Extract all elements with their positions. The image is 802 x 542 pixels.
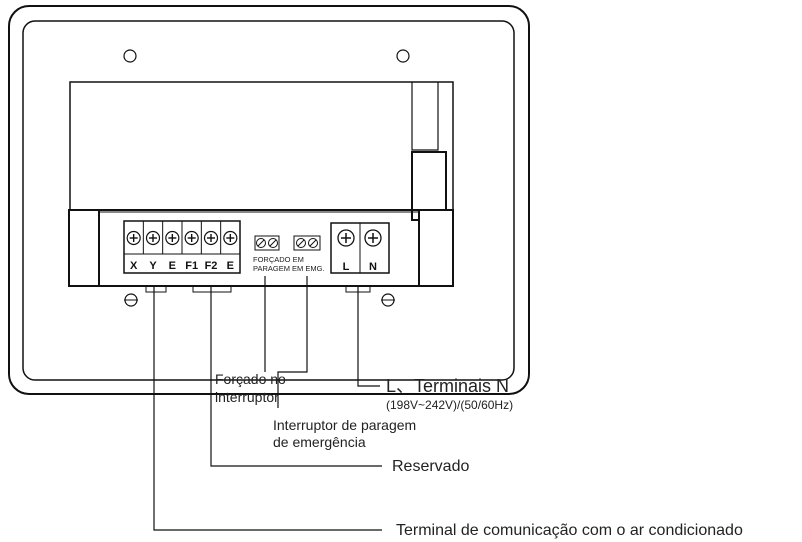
switch-label-line2: PARAGEM EM EMG. xyxy=(253,264,325,273)
comm-screw-2 xyxy=(145,230,161,246)
cable-slot-comm xyxy=(145,285,167,293)
comm-terminal-label-1: X xyxy=(130,260,138,272)
forced-switch-block xyxy=(254,235,280,251)
forced-screw-2 xyxy=(268,238,278,248)
forced-screw-1 xyxy=(256,238,266,248)
screw-hole-top-left xyxy=(123,49,137,63)
emergency-screw-1 xyxy=(296,238,306,248)
cable-slot-reserved xyxy=(192,285,232,293)
inner-panel xyxy=(22,20,515,381)
power-screw-l xyxy=(337,229,355,247)
power-terminal-l: L xyxy=(343,261,350,273)
callout-power-title: L、Terminais N xyxy=(386,376,509,396)
back-box xyxy=(69,81,454,211)
comm-terminal-block xyxy=(123,220,241,274)
comm-screw-3 xyxy=(165,230,180,246)
callout-forced-line2: interruptor xyxy=(215,389,279,405)
callout-emergency-line2: de emergência xyxy=(273,434,366,450)
comm-terminal-label-6: E xyxy=(227,260,234,272)
callout-communication: Terminal de comunicação com o ar condici… xyxy=(396,522,743,539)
power-screw-n xyxy=(364,229,382,247)
power-terminal-block: L N xyxy=(330,222,390,274)
callout-reserved: Reservado xyxy=(392,458,469,475)
comm-terminal-label-2: Y xyxy=(149,260,157,272)
leader-power xyxy=(357,286,380,387)
leader-emergency xyxy=(277,276,308,408)
switch-label-line1: FORÇADO EM xyxy=(253,255,304,264)
callout-emergency-line1: Interruptor de paragem xyxy=(273,417,416,433)
comm-screw-4 xyxy=(184,230,199,246)
power-terminal-n: N xyxy=(369,261,377,273)
switch-terminal-blocks: FORÇADO EM PARAGEM EM EMG. xyxy=(253,235,325,273)
board-left-tab xyxy=(68,209,100,287)
side-bracket xyxy=(411,82,439,151)
board-right-tab xyxy=(418,209,454,287)
comm-terminal-label-5: F2 xyxy=(205,260,218,272)
leader-lines xyxy=(153,276,382,531)
comm-screw-6 xyxy=(223,230,238,246)
leader-communication xyxy=(153,286,382,531)
outer-panel xyxy=(8,5,530,395)
callout-power-spec: (198V~242V)/(50/60Hz) xyxy=(386,398,513,412)
screw-hole-top-right xyxy=(396,49,410,63)
comm-screw-1 xyxy=(126,230,141,246)
comm-terminal-label-3: E xyxy=(169,260,176,272)
comm-screw-5 xyxy=(203,230,219,246)
emergency-switch-block xyxy=(293,235,321,251)
leader-reserved xyxy=(210,286,382,467)
callout-forced-line1: Forçado no xyxy=(215,371,286,387)
emergency-screw-2 xyxy=(308,238,318,248)
comm-terminal-label-4: F1 xyxy=(185,260,198,272)
